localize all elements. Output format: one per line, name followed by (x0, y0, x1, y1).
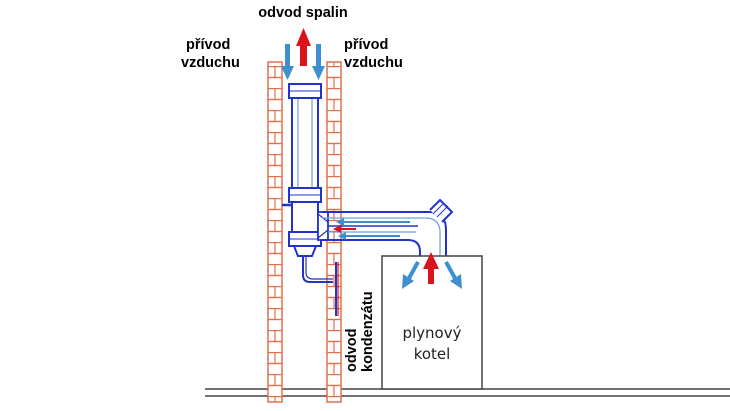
air-intake-arrow-right (312, 44, 325, 80)
condensate-drain-hose (302, 256, 339, 316)
boiler-air-arrow-left (402, 261, 420, 289)
flue-liner-pipe (282, 83, 329, 257)
flue-outlet-label: odvod spalin (258, 5, 347, 21)
air-intake-right-label-line1: přívod (344, 37, 388, 53)
air-intake-arrow-left (281, 44, 294, 80)
air-intake-left-label-line2: vzduchu (181, 55, 240, 71)
chimney-wall-left (267, 61, 283, 403)
boiler-exhaust-arrow (423, 252, 439, 284)
boiler-label-line2: kotel (414, 345, 451, 363)
air-intake-left-label-line1: přívod (186, 37, 230, 53)
flue-gas-up-arrow (296, 28, 311, 66)
floor-line (205, 388, 730, 397)
horizontal-flue-pipe (322, 198, 454, 256)
boiler-label-line1: plynový (402, 324, 461, 342)
boiler-air-arrow-right (444, 261, 462, 289)
condensate-drain-label-line1: odvod (344, 329, 360, 373)
air-intake-right-label-line2: vzduchu (344, 55, 403, 71)
pipe-flow-arrows (333, 218, 410, 240)
condensate-drain-label-line2: kondenzátu (360, 291, 376, 372)
